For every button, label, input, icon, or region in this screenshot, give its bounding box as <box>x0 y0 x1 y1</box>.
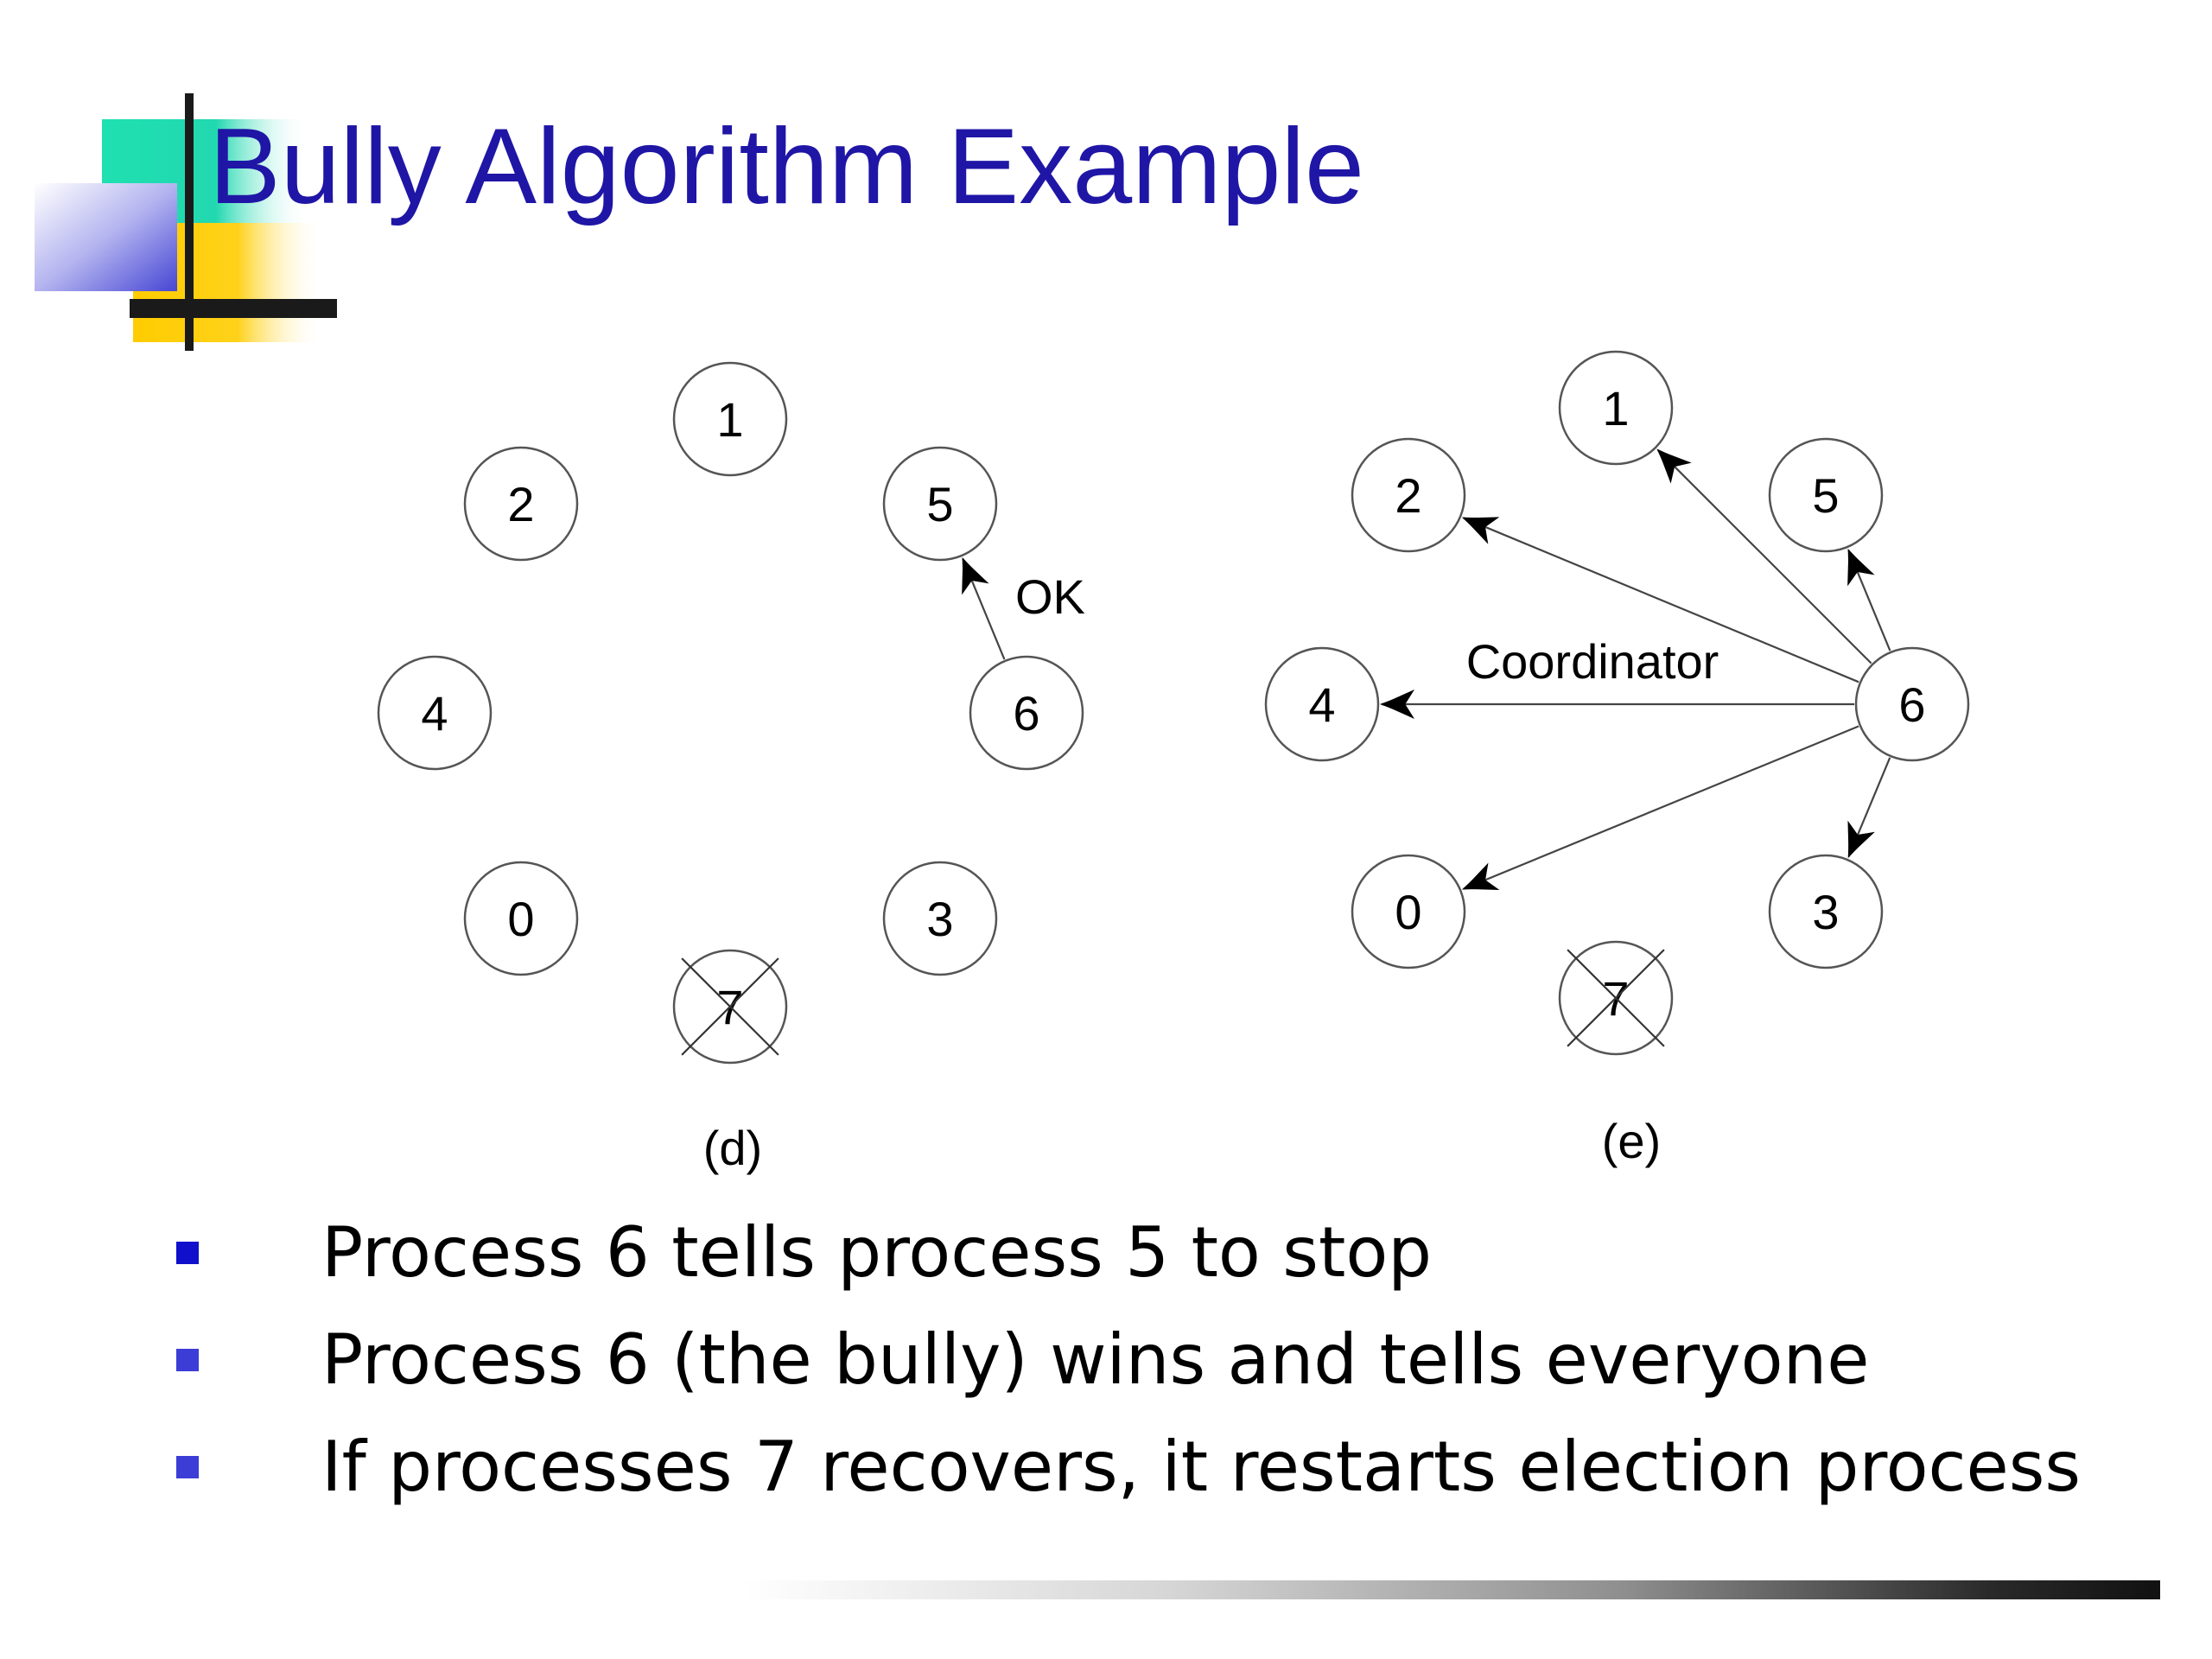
process-label: 1 <box>716 392 743 447</box>
process-label: 3 <box>1812 885 1839 939</box>
process-node-4: 4 <box>377 655 493 771</box>
process-circle <box>463 861 579 976</box>
process-circle <box>1854 646 1970 762</box>
slide-title: Bully Algorithm Example <box>209 107 1364 226</box>
process-label: 2 <box>507 477 534 531</box>
process-label: 6 <box>1898 677 1925 732</box>
process-circle <box>1351 854 1466 969</box>
process-circle <box>969 655 1084 771</box>
edge-label: Coordinator <box>1466 634 1719 689</box>
process-label: 3 <box>926 892 953 946</box>
process-label: 0 <box>507 892 534 946</box>
process-circle <box>1264 646 1380 762</box>
diagram-d: OK 1 2 5 4 6 0 3 7 (d) <box>377 361 1085 1175</box>
process-node-0: 0 <box>463 861 579 976</box>
message-arrow-6-to-1 <box>1656 448 1872 664</box>
process-node-6: 6 <box>1854 646 1970 762</box>
process-node-4: 4 <box>1264 646 1380 762</box>
arrowhead-6-to-0 <box>1463 862 1500 890</box>
arrowhead-6-to-1 <box>1657 449 1692 484</box>
figure-caption: (e) <box>1602 1114 1661 1168</box>
bullet-text: If processes 7 recovers, it restarts ele… <box>321 1427 2082 1507</box>
edge-label: OK <box>1015 569 1085 624</box>
arrowhead-6-to-4 <box>1382 690 1414 719</box>
process-circle <box>1351 437 1466 553</box>
process-circle <box>1558 350 1674 466</box>
process-circle <box>1768 437 1884 553</box>
bully-diagrams: OK 1 2 5 4 6 0 3 7 (d) Coordinator 1 2 5 4 6 0 3 7 (e) <box>377 350 1970 1175</box>
title-decoration <box>35 93 337 351</box>
process-circle <box>377 655 493 771</box>
message-arrow-6-to-0 <box>1461 725 1859 890</box>
bullet-text: Process 6 (the bully) wins and tells eve… <box>321 1319 1870 1400</box>
deco-horizontal-line <box>130 299 337 318</box>
arrowhead-6-to-2 <box>1463 517 1500 544</box>
bullet-item: Process 6 (the bully) wins and tells eve… <box>0 1308 2212 1412</box>
footer-gradient-bar <box>743 1580 2160 1599</box>
deco-blue-block <box>35 183 177 291</box>
process-node-1: 1 <box>1558 350 1674 466</box>
deco-vertical-line <box>185 93 194 351</box>
process-node-5: 5 <box>1768 437 1884 553</box>
process-label: 0 <box>1395 885 1421 939</box>
process-circle <box>882 861 998 976</box>
process-node-7: 7 <box>1558 940 1674 1056</box>
bullet-text: Process 6 tells process 5 to stop <box>321 1212 1433 1293</box>
process-label: 6 <box>1013 686 1039 741</box>
crashed-cross-line <box>681 957 779 1056</box>
process-circle <box>672 361 788 477</box>
process-label: 2 <box>1395 468 1421 523</box>
process-node-0: 0 <box>1351 854 1466 969</box>
process-node-3: 3 <box>1768 854 1884 969</box>
figure-caption: (d) <box>703 1121 762 1175</box>
process-label: 4 <box>421 686 448 741</box>
diagram-e: Coordinator 1 2 5 4 6 0 3 7 (e) <box>1264 350 1970 1168</box>
crashed-cross-line <box>1567 949 1665 1047</box>
process-label: 5 <box>926 477 953 531</box>
bullet-item: Process 6 tells process 5 to stop <box>0 1201 2212 1305</box>
process-label: 1 <box>1602 381 1629 435</box>
process-circle <box>463 446 579 562</box>
bullet-square-icon <box>176 1456 199 1478</box>
process-node-2: 2 <box>463 446 579 562</box>
process-node-1: 1 <box>672 361 788 477</box>
process-node-3: 3 <box>882 861 998 976</box>
arrowhead-6-to-5 <box>962 558 989 595</box>
process-label: 4 <box>1308 677 1335 732</box>
process-node-2: 2 <box>1351 437 1466 553</box>
process-circle <box>882 446 998 562</box>
arrowhead-6-to-5 <box>1847 550 1875 587</box>
process-node-5: 5 <box>882 446 998 562</box>
process-label: 5 <box>1812 468 1839 523</box>
process-circle <box>1768 854 1884 969</box>
process-node-6: 6 <box>969 655 1084 771</box>
bullet-square-icon <box>176 1242 199 1264</box>
process-node-7: 7 <box>672 949 788 1065</box>
bullet-square-icon <box>176 1349 199 1371</box>
bullet-item: If processes 7 recovers, it restarts ele… <box>0 1415 2212 1519</box>
arrowhead-6-to-3 <box>1847 820 1875 857</box>
message-arrow-6-to-2 <box>1461 517 1859 683</box>
